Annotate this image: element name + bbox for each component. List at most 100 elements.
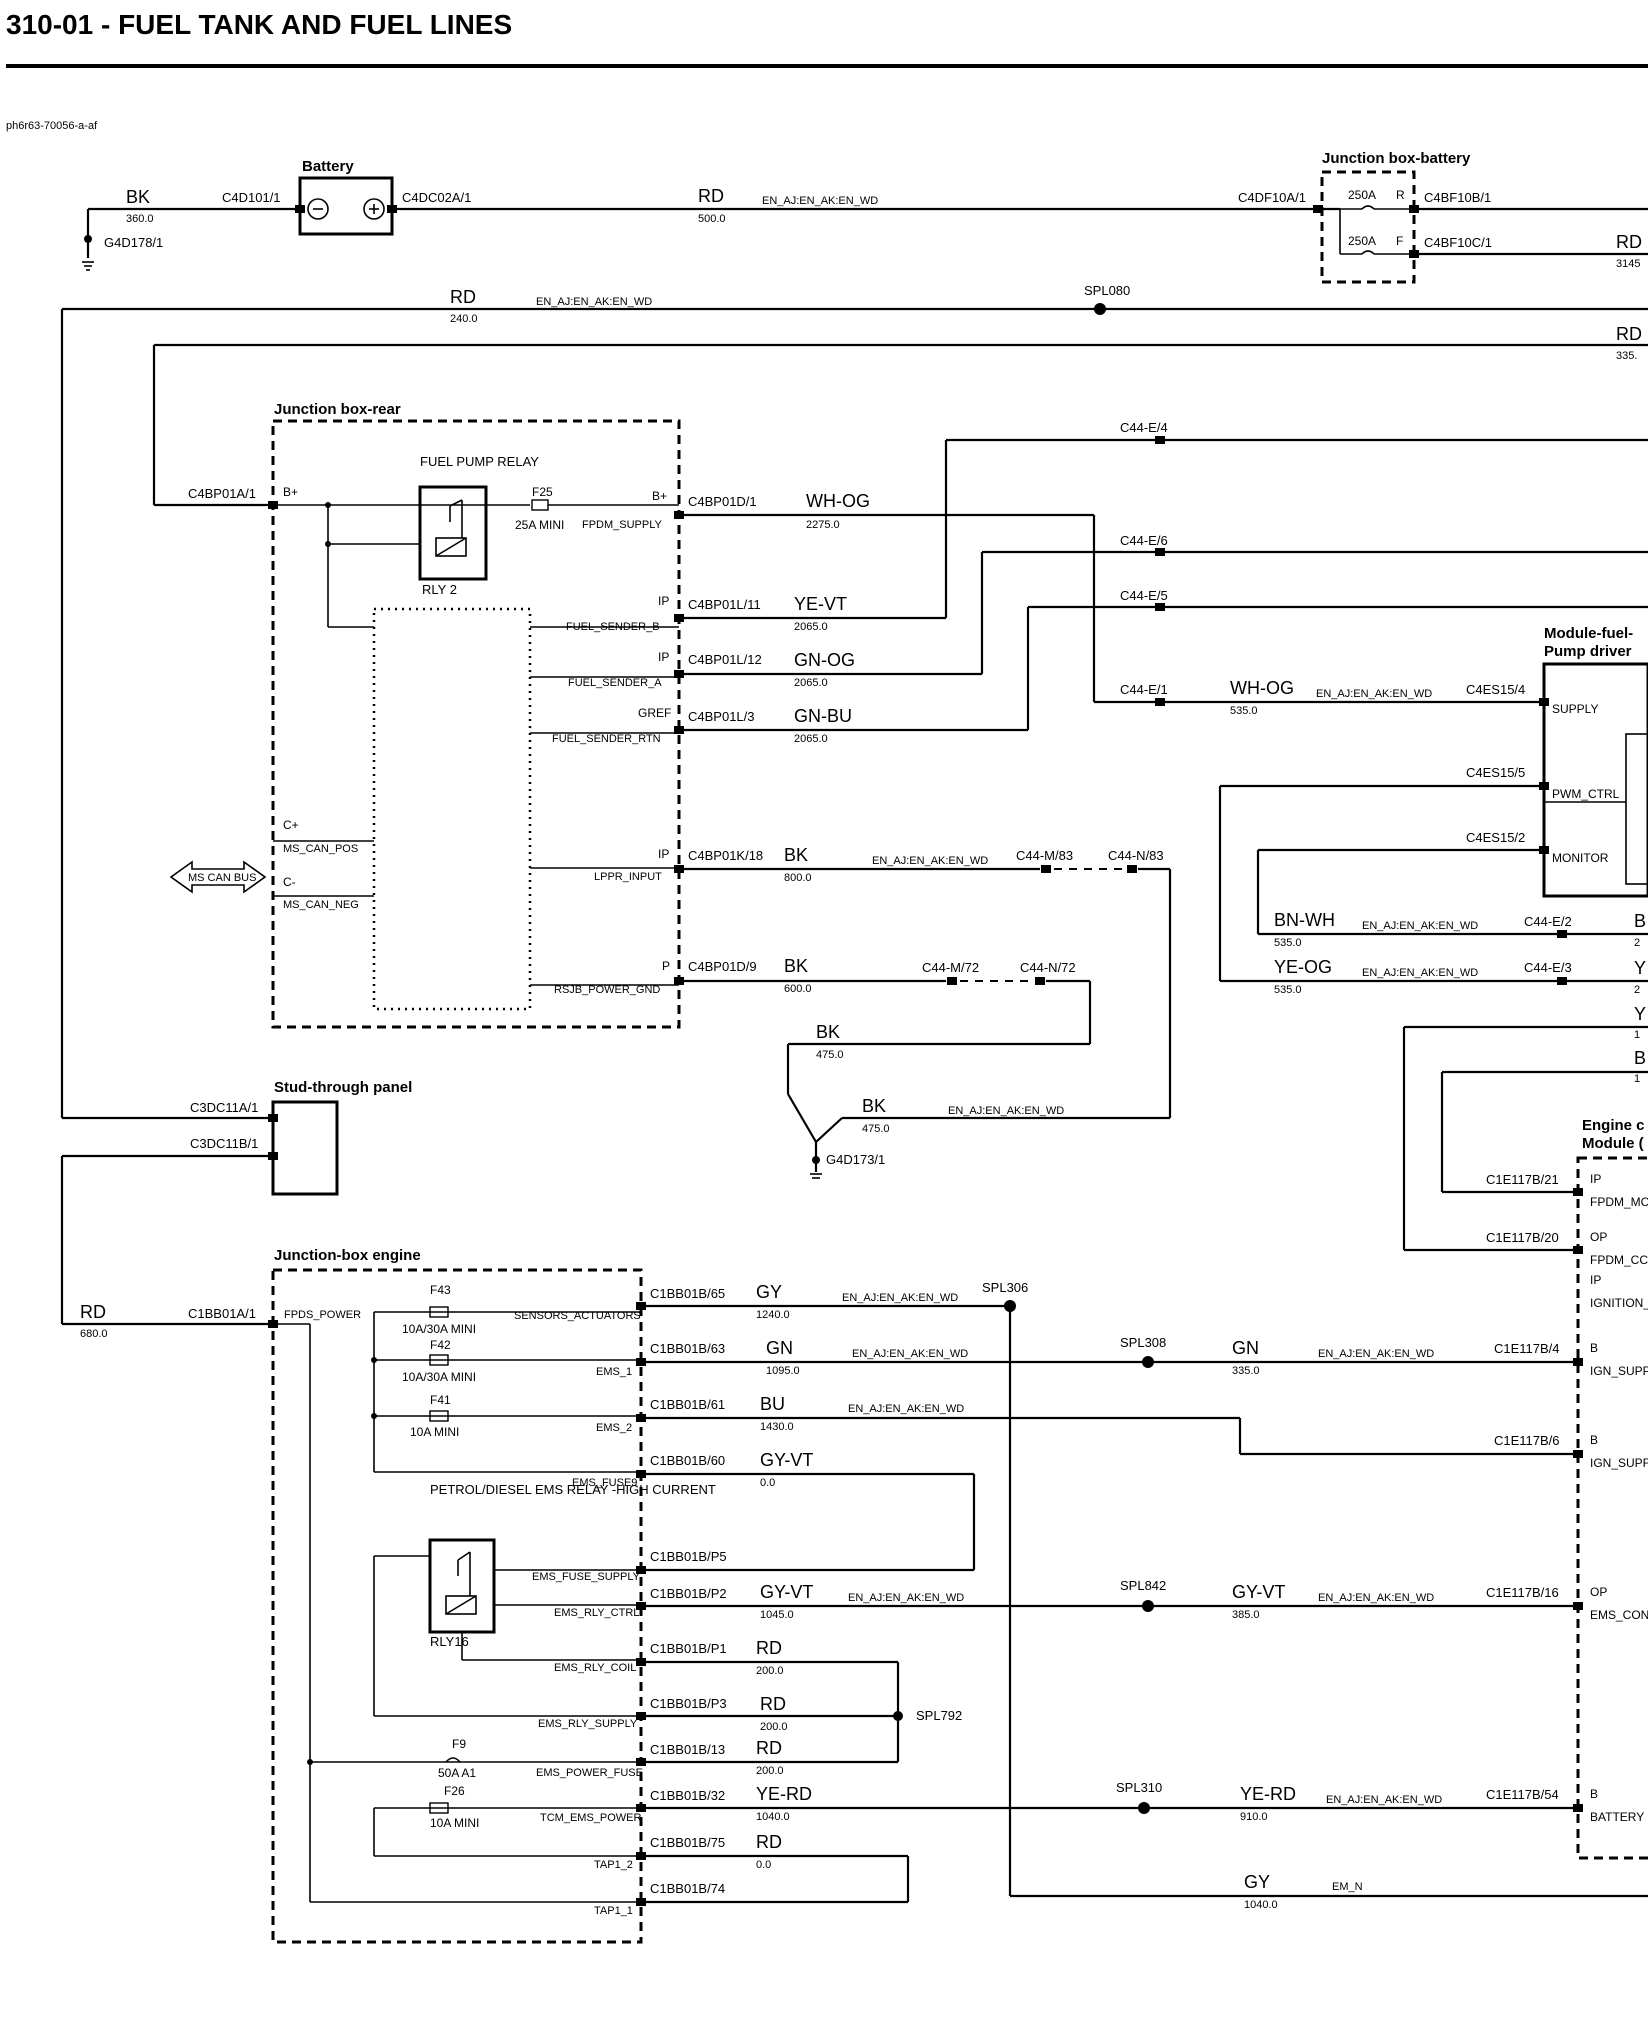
connector-pin — [1155, 698, 1165, 706]
wire-color: BK — [126, 187, 150, 207]
pin-type: OP — [1590, 1230, 1607, 1244]
connector-pin — [1035, 977, 1045, 985]
jbe-wiring: C1BB01B/65 GY 1240.0 EN_AJ:EN_AK:EN_WD S… — [641, 1280, 1648, 1911]
connector-pin — [636, 1658, 646, 1666]
pin-type: IP — [658, 847, 669, 861]
connector-label: C4ES15/5 — [1466, 765, 1525, 780]
battery-label: Battery — [302, 158, 354, 175]
ecm-label: Engine c — [1582, 1117, 1645, 1134]
connector-pin — [674, 865, 684, 873]
jbe-label: Junction-box engine — [274, 1247, 421, 1264]
connector-pin — [1313, 205, 1323, 213]
wire-color: YE-VT — [794, 594, 847, 614]
option-code: EM_N — [1332, 1881, 1363, 1893]
fuse-id: F42 — [430, 1338, 451, 1352]
connector-label: C44-E/6 — [1120, 533, 1168, 548]
pin-type: B — [1590, 1341, 1598, 1355]
wire-size: 800.0 — [784, 872, 812, 884]
connector-pin — [387, 205, 397, 213]
connector-label: C4ES15/4 — [1466, 682, 1525, 697]
wire-size: 0.0 — [760, 1477, 775, 1489]
wire-size: 200.0 — [756, 1765, 784, 1777]
connector-pin — [268, 501, 278, 509]
wire-color: BK — [816, 1022, 840, 1042]
connector-label: C1BB01B/61 — [650, 1397, 725, 1412]
pin-signal: SENSORS_ACTUATORS — [514, 1310, 641, 1322]
option-code: EN_AJ:EN_AK:EN_WD — [848, 1403, 964, 1415]
pin-signal: BATTERY — [1590, 1810, 1644, 1824]
connector-pin — [1539, 698, 1549, 706]
wire-size: 240.0 — [450, 313, 478, 325]
connector-label: C44-E/5 — [1120, 588, 1168, 603]
wire-size: 1045.0 — [760, 1609, 794, 1621]
pin-signal: FPDM_CC — [1590, 1253, 1648, 1267]
connector-pin-marks — [268, 205, 1583, 1906]
connector-label: C1BB01B/32 — [650, 1788, 725, 1803]
pin-signal: EMS_CON — [1590, 1608, 1648, 1622]
wire-size: 475.0 — [862, 1123, 890, 1135]
relay-id: RLY 2 — [422, 582, 457, 597]
fpdm-label: Module-fuel- — [1544, 625, 1633, 642]
splice-label: SPL308 — [1120, 1335, 1166, 1350]
pin-signal: FUEL_SENDER_RTN — [552, 733, 661, 745]
wire-size: 475.0 — [816, 1049, 844, 1061]
pin-signal: PWM_CTRL — [1552, 787, 1620, 801]
jbr-label: Junction box-rear — [274, 401, 401, 418]
fuse-rating: 25A MINI — [515, 518, 564, 532]
pin-type: C+ — [283, 818, 299, 832]
wire-size: 535.0 — [1230, 705, 1258, 717]
pin-signal: FPDS_POWER — [284, 1309, 361, 1321]
jbr-wiring: C4BP01D/1 WH-OG 2275.0 C4BP01L/11 YE-VT … — [679, 438, 1648, 1118]
pin-type: GREF — [638, 706, 671, 720]
wire-color: BK — [862, 1096, 886, 1116]
connector-label: C4BP01D/1 — [688, 494, 757, 509]
connector-label: C4BF10C/1 — [1424, 235, 1492, 250]
connector-pin — [1409, 205, 1419, 213]
option-code: EN_AJ:EN_AK:EN_WD — [1362, 920, 1478, 932]
splice-label: SPL792 — [916, 1708, 962, 1723]
connector-pin — [636, 1898, 646, 1906]
wire-size: 2 — [1634, 984, 1640, 996]
connector-label: C1BB01B/60 — [650, 1453, 725, 1468]
option-code: EN_AJ:EN_AK:EN_WD — [1318, 1348, 1434, 1360]
wire-color: RD — [760, 1694, 786, 1714]
connector-pin — [295, 205, 305, 213]
connector-label: C44-E/3 — [1524, 960, 1572, 975]
wire-color: RD — [1616, 232, 1642, 252]
wire-color: GN — [766, 1338, 793, 1358]
pin-type: C- — [283, 875, 296, 889]
battery-block — [298, 176, 394, 236]
pin-signal: LPPR_INPUT — [594, 871, 662, 883]
relay-title: FUEL PUMP RELAY — [420, 454, 539, 469]
wire-size: 1040.0 — [1244, 1899, 1278, 1911]
connector-label: C1E117B/21 — [1486, 1172, 1559, 1187]
fuse-id: F9 — [452, 1737, 466, 1751]
wire-size: 2 — [1634, 937, 1640, 949]
engine-control-module: Engine c Module ( C1E117B/21 IP FPDM_MC … — [1404, 1117, 1648, 1860]
connector-pin — [636, 1358, 646, 1366]
pin-signal: EMS_RLY_CTRL — [554, 1607, 639, 1619]
wire-color: BU — [760, 1394, 785, 1414]
connector-label: C1BB01B/63 — [650, 1341, 725, 1356]
connector-label: C4DC02A/1 — [402, 190, 471, 205]
connector-pin — [1573, 1246, 1583, 1254]
junction-box-battery: Junction box-battery C4DF10A/1 250A 250A… — [1238, 150, 1648, 284]
fuse-rating: 50A A1 — [438, 1766, 476, 1780]
connector-label: C1BB01B/74 — [650, 1881, 725, 1896]
stud-through-panel: Stud-through panel C3DC11A/1 C3DC11B/1 — [60, 1079, 412, 1326]
connector-pin — [947, 977, 957, 985]
relay-id: RLY16 — [430, 1634, 469, 1649]
pin-signal: EMS_FUSE9 — [572, 1477, 637, 1489]
connector-label: C44-E/1 — [1120, 682, 1168, 697]
pin-signal: MS_CAN_NEG — [283, 899, 359, 911]
connector-label: C44-M/72 — [922, 960, 979, 975]
wire-color: GY — [756, 1282, 782, 1302]
pin-signal: TCM_EMS_POWER — [540, 1812, 642, 1824]
wire-color: GY-VT — [760, 1582, 813, 1602]
splice-label: SPL310 — [1116, 1780, 1162, 1795]
connector-label: C1E117B/4 — [1494, 1341, 1560, 1356]
connector-pin — [1573, 1602, 1583, 1610]
connector-label: C4BP01K/18 — [688, 848, 763, 863]
connector-label: C1BB01B/P1 — [650, 1641, 727, 1656]
wire-size: 2065.0 — [794, 621, 828, 633]
